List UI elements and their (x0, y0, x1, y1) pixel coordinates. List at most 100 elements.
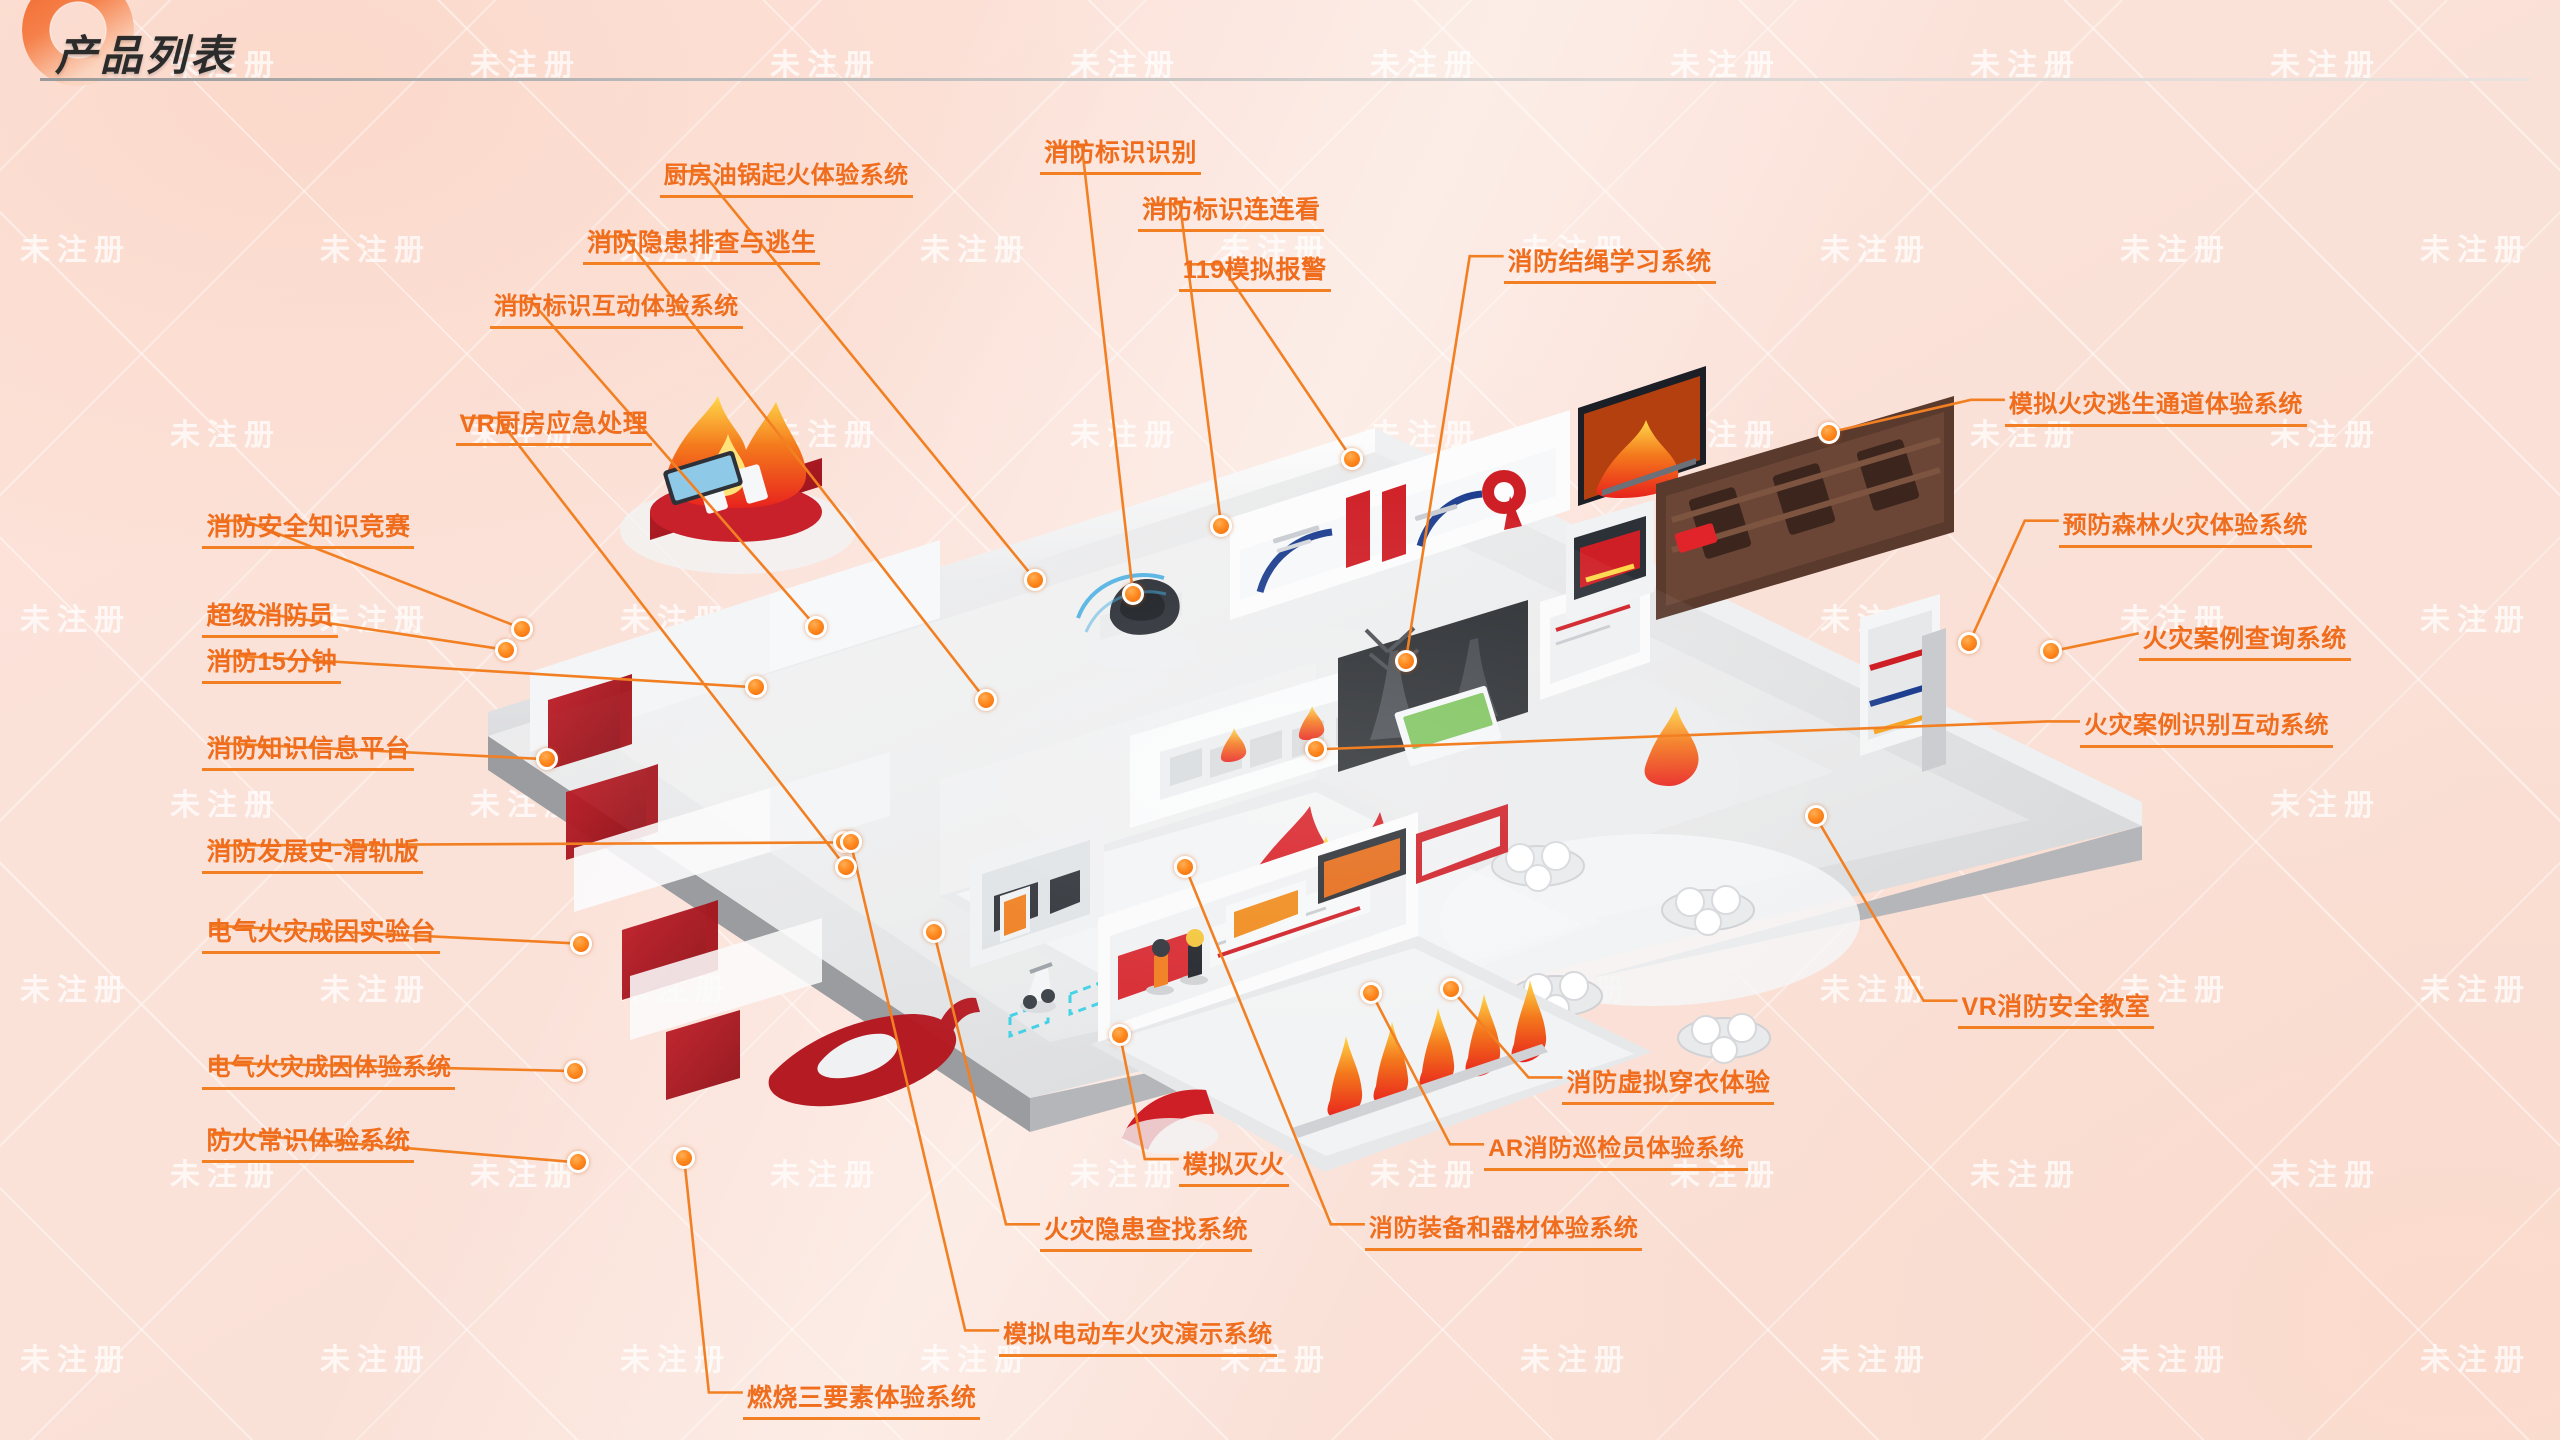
callout-marker-dot[interactable] (1024, 568, 1047, 591)
watermark-text: 未注册 (1520, 234, 1631, 267)
watermark-text: 未注册 (2420, 1344, 2531, 1377)
callout-label[interactable]: 消防装备和器材体验系统 (1364, 1215, 1643, 1252)
callout-marker-dot[interactable] (570, 932, 593, 955)
callout-label[interactable]: 消防虚拟穿衣体验 (1562, 1069, 1775, 1106)
callout-leader-line (497, 300, 818, 628)
callout-label[interactable]: 模拟火灾逃生通道体验系统 (2004, 391, 2307, 427)
page-title: 产品列表 (55, 34, 236, 80)
callout-marker-dot[interactable] (1174, 855, 1197, 878)
callout-leader-line (1315, 720, 2080, 751)
callout-marker-dot[interactable] (1957, 632, 1980, 655)
callout-label[interactable]: 119模拟报警 (1178, 256, 1331, 293)
callout-label[interactable]: 消防安全知识竞赛 (202, 513, 415, 549)
page-header: 产品列表 (0, 0, 2560, 118)
callout-leader-line (1967, 519, 2059, 644)
watermark-text: 未注册 (320, 234, 431, 267)
watermark-text: 未注册 (20, 974, 131, 1007)
callout-marker-dot[interactable] (2039, 640, 2062, 663)
callout-label[interactable]: 消防15分钟 (202, 648, 342, 685)
callout-marker-dot[interactable] (495, 638, 518, 661)
callout-marker-dot[interactable] (1304, 738, 1327, 761)
watermark-text: 未注册 (320, 1344, 431, 1377)
callout-marker-dot[interactable] (805, 615, 828, 638)
callout-marker-dot[interactable] (535, 748, 558, 771)
watermark-text: 未注册 (1370, 49, 1481, 82)
watermark-text: 未注册 (1070, 1159, 1181, 1192)
watermark-text: 未注册 (2420, 234, 2531, 267)
callout-label[interactable]: 防火常识体验系统 (202, 1127, 415, 1163)
callout-marker-dot[interactable] (673, 1146, 696, 1169)
callout-label[interactable]: 电气火灾成因体验系统 (202, 1054, 456, 1090)
callout-label[interactable]: 消防发展史-滑轨版 (202, 838, 424, 874)
callout-marker-dot[interactable] (1210, 514, 1233, 537)
callout-leader-line (932, 931, 1040, 1226)
watermark-text: 未注册 (1820, 1344, 1931, 1377)
callout-marker-dot[interactable] (839, 831, 862, 854)
callout-label[interactable]: 厨房油锅起火体验系统 (659, 162, 913, 199)
callout-marker-dot[interactable] (744, 676, 767, 699)
watermark-text: 未注册 (920, 1344, 1031, 1377)
callout-label[interactable]: 模拟灭火 (1178, 1151, 1289, 1188)
callout-label[interactable]: VR厨房应急处理 (455, 410, 653, 446)
callout-marker-dot[interactable] (1109, 1024, 1131, 1047)
callout-marker-dot[interactable] (1340, 447, 1363, 470)
watermark-text: 未注册 (170, 49, 281, 82)
callout-label[interactable]: 消防知识信息平台 (202, 735, 415, 771)
callout-label[interactable]: 火灾案例识别互动系统 (2080, 713, 2333, 749)
callout-leader-line (1186, 263, 1353, 460)
callout-marker-dot[interactable] (922, 921, 945, 944)
callout-marker-dot[interactable] (1122, 583, 1145, 606)
watermark-text: 未注册 (170, 1159, 281, 1192)
callout-marker-dot[interactable] (566, 1151, 589, 1174)
callout-marker-dot[interactable] (1440, 978, 1463, 1001)
callout-leader-line (1118, 1034, 1179, 1161)
watermark-text: 未注册 (2270, 49, 2381, 82)
callout-marker-dot[interactable] (1360, 981, 1383, 1004)
watermark-text: 未注册 (170, 789, 281, 822)
header-divider (40, 78, 2530, 81)
watermark-text: 未注册 (1220, 1344, 1331, 1377)
watermark-text: 未注册 (1070, 49, 1181, 82)
watermark-text: 未注册 (2420, 974, 2531, 1007)
callout-marker-dot[interactable] (511, 617, 534, 640)
watermark-text: 未注册 (20, 604, 131, 637)
watermark-text: 未注册 (470, 49, 581, 82)
callout-label[interactable]: 预防森林火灾体验系统 (2058, 512, 2312, 548)
callout-label[interactable]: 消防标识连连看 (1137, 196, 1325, 232)
callout-label[interactable]: 火灾案例查询系统 (2138, 625, 2351, 662)
watermark-text: 未注册 (1670, 49, 1781, 82)
callout-label[interactable]: 消防标识互动体验系统 (489, 293, 743, 329)
callout-leader-line (463, 416, 847, 868)
callout-label[interactable]: 消防结绳学习系统 (1503, 248, 1716, 285)
watermark-text: 未注册 (320, 974, 431, 1007)
callout-label[interactable]: 电气火灾成因实验台 (202, 918, 440, 954)
callout-marker-dot[interactable] (1394, 650, 1417, 673)
watermark-text: 未注册 (2270, 789, 2381, 822)
callout-label[interactable]: VR消防安全教室 (1957, 993, 2155, 1029)
watermark-text: 未注册 (2120, 604, 2231, 637)
watermark-text: 未注册 (2120, 1344, 2231, 1377)
callout-marker-dot[interactable] (1804, 805, 1827, 828)
callout-leader-line (1370, 992, 1485, 1146)
callout-label[interactable]: 消防标识识别 (1040, 139, 1202, 175)
watermark-text: 未注册 (770, 49, 881, 82)
watermark-text: 未注册 (20, 1344, 131, 1377)
watermark-text: 未注册 (470, 1159, 581, 1192)
callout-label[interactable]: 模拟电动车火灾演示系统 (999, 1322, 1277, 1358)
callout-label[interactable]: 消防隐患排查与逃生 (582, 229, 821, 265)
callout-label[interactable]: 火灾隐患查找系统 (1040, 1216, 1253, 1253)
callout-marker-dot[interactable] (563, 1060, 586, 1083)
callout-label[interactable]: AR消防巡检员体验系统 (1484, 1135, 1749, 1172)
callout-label[interactable]: 超级消防员 (202, 602, 338, 639)
callout-label[interactable]: 燃烧三要素体验系统 (742, 1384, 981, 1421)
watermark-text: 未注册 (1670, 1159, 1781, 1192)
watermark-text: 未注册 (170, 419, 281, 452)
callout-leader-line (2050, 632, 2140, 653)
callout-marker-dot[interactable] (975, 689, 998, 712)
callout-marker-dot[interactable] (834, 855, 857, 878)
watermark-text: 未注册 (1970, 49, 2081, 82)
callout-marker-dot[interactable] (1817, 421, 1840, 444)
watermark-text: 未注册 (2120, 234, 2231, 267)
watermark-text: 未注册 (1220, 234, 1331, 267)
callout-leader-line (1828, 398, 2005, 434)
